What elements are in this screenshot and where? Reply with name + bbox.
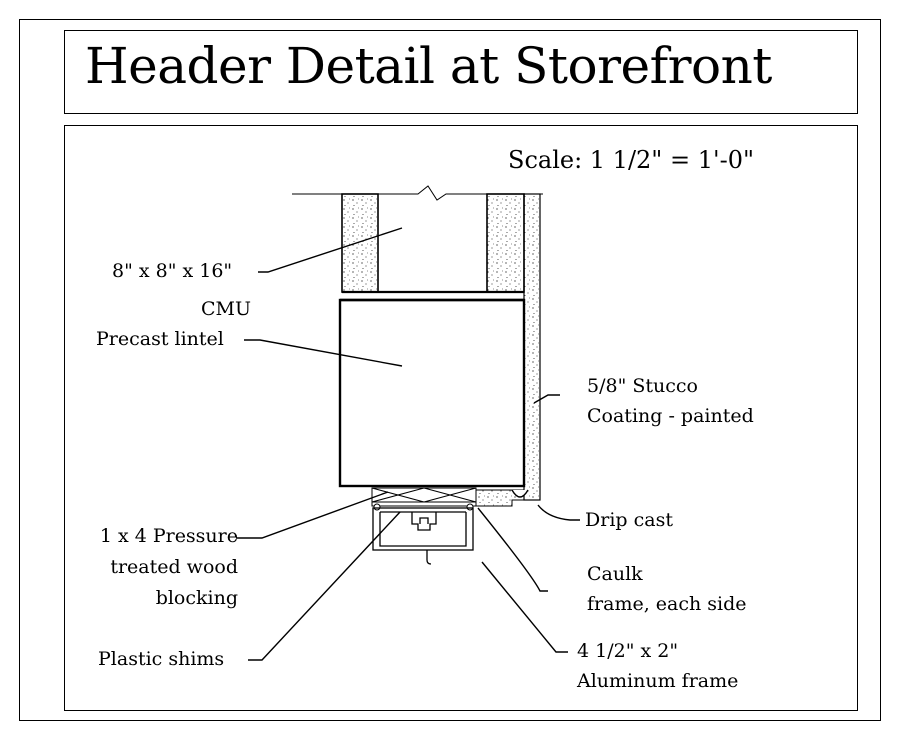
label-frame-type: Aluminum frame [577, 669, 739, 692]
label-stucco-line1: 5/8" Stucco [587, 375, 698, 397]
label-cmu: 8" x 8" x 16" [112, 260, 232, 284]
label-stucco: 5/8" Stucco Coating - painted [587, 375, 754, 429]
title-block: Header Detail at Storefront [64, 30, 858, 114]
label-lintel: Precast lintel [96, 328, 224, 350]
wood-blocking [371, 487, 477, 503]
label-drip-cast: Drip cast [585, 509, 673, 531]
drip-cast [511, 489, 529, 498]
label-blocking-line2: treated wood [110, 555, 238, 578]
label-blocking-line3: blocking [155, 586, 238, 609]
cmu-block [341, 193, 525, 294]
label-caulk-line1: Caulk [587, 563, 643, 585]
label-frame-size: 4 1/2" x 2" [577, 640, 679, 662]
label-shims: Plastic shims [98, 648, 225, 670]
precast-lintel [338, 298, 526, 488]
label-blocking-line1: 1 x 4 Pressure [99, 525, 238, 547]
label-cmu-size: 8" x 8" x 16" [112, 260, 233, 282]
drawing-title: Header Detail at Storefront [85, 37, 772, 95]
label-caulk: Caulk frame, each side [587, 563, 747, 617]
label-stucco-line2: Coating - painted [587, 404, 754, 427]
leader-lines [236, 227, 580, 661]
detail-frame [64, 125, 858, 711]
shims-and-caulk [371, 501, 477, 511]
aluminum-frame [372, 507, 474, 565]
label-cmu-type: CMU [201, 298, 252, 320]
label-caulk-line2: frame, each side [587, 592, 747, 615]
break-line [292, 185, 543, 201]
sheet-border [19, 19, 881, 721]
scale-note: Scale: 1 1/2" = 1'-0" [508, 146, 754, 174]
label-frame: 4 1/2" x 2" Aluminum frame [577, 640, 738, 694]
label-blocking: 1 x 4 Pressure treated wood blocking [86, 525, 238, 610]
